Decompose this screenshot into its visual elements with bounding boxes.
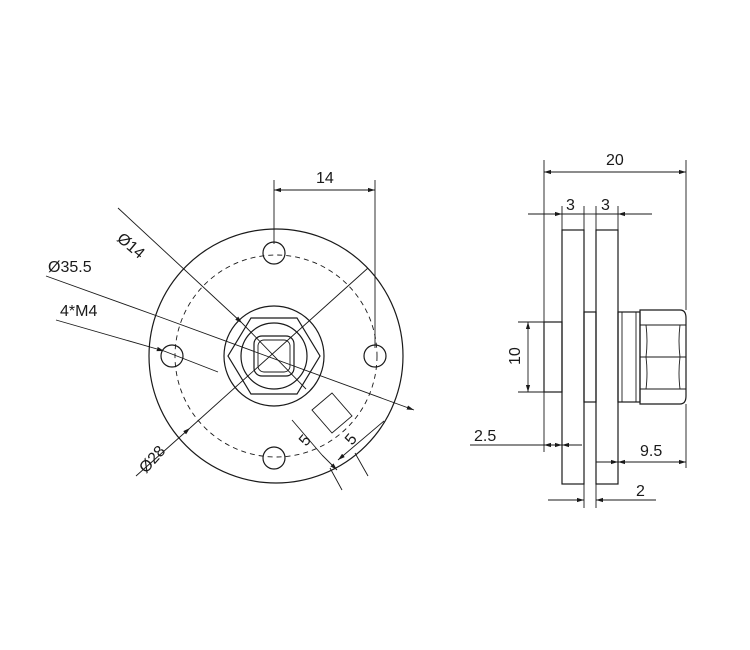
side-nut: [639, 309, 687, 405]
dim-bore-depth-label: 10: [507, 347, 524, 365]
plate-right: [595, 229, 619, 485]
dim-bore-label: Ø14: [113, 230, 147, 263]
dim-plate-a-label: 3: [566, 197, 575, 214]
hub-body: [583, 311, 597, 403]
nut-inner-circle: [240, 322, 308, 390]
mount-hole-right: [363, 344, 387, 368]
dim-offset-label: 2.5: [474, 428, 496, 445]
dim-gap-label: 2: [636, 483, 645, 500]
dim-outer-label: Ø35.5: [48, 259, 92, 276]
hex-nut: [227, 317, 321, 395]
dim-plate-b-label: 3: [601, 197, 610, 214]
bore-boss: [543, 321, 563, 393]
dim-nut-label: 9.5: [640, 443, 662, 460]
dim-flat-b-label: 5: [342, 431, 361, 449]
front-view: 14 Ø14 Ø35.5 4*M4 Ø28 5 5: [45, 170, 415, 491]
threaded-stub: [617, 311, 641, 403]
hub-circle: [223, 305, 325, 407]
bolt-circle: [174, 254, 378, 458]
square-bore-inner: [257, 339, 291, 373]
dim-flat-a-label: 5: [296, 432, 315, 450]
mount-hole-top: [262, 241, 286, 265]
plate-left: [561, 229, 585, 485]
mount-hole-bottom: [262, 446, 286, 470]
side-view: 20 3 3 10 2.5 9.5 2: [470, 152, 687, 508]
dim-holes-spacing-label: 14: [316, 170, 334, 187]
dim-holes-label: 4*M4: [60, 303, 97, 320]
flange-outer-circle: [148, 228, 404, 484]
dim-total-label: 20: [606, 152, 624, 169]
square-bore-outer: [253, 335, 295, 377]
mount-hole-left: [160, 344, 184, 368]
